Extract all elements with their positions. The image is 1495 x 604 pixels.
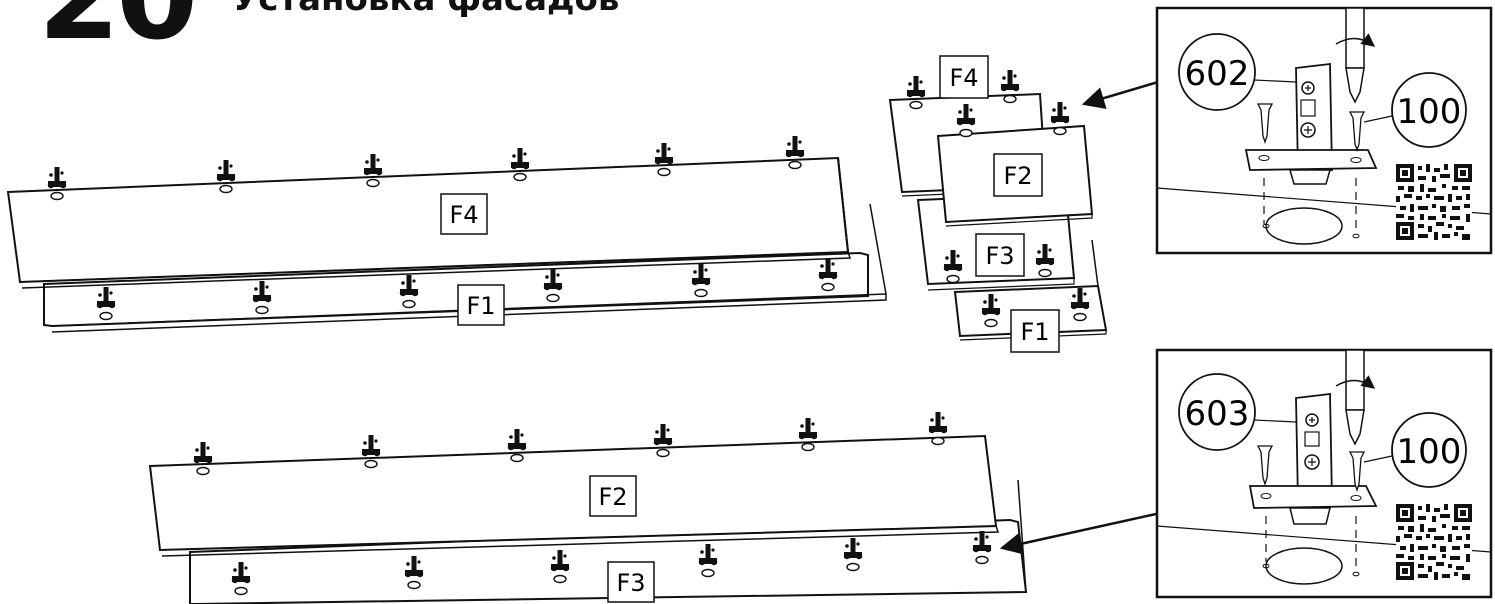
svg-text:F1: F1 [466,292,495,320]
callout-part-603: 603 [1185,394,1250,434]
label-f4-top-left: F4 [440,193,488,235]
svg-text:F2: F2 [1003,162,1032,190]
label-f1-small: F1 [1010,309,1060,353]
qr-code-bottom [1396,504,1472,580]
panel-f2-bottom-left [148,434,1000,557]
callout-part-100-bottom: 100 [1397,432,1462,472]
qr-code-top [1396,164,1472,240]
label-f3-small: F3 [975,233,1025,277]
label-f1-top-left: F1 [457,284,505,326]
svg-text:F3: F3 [985,242,1014,270]
detail-box-top: 602 100 [1155,6,1493,255]
arrow-to-top-detail [1081,80,1159,110]
label-f4-small: F4 [939,55,989,99]
callout-part-602: 602 [1185,54,1250,94]
step-title: Установка фасадов [232,0,619,16]
callout-part-100-top: 100 [1397,92,1462,132]
svg-text:F4: F4 [449,201,478,229]
step-number: 20 [38,0,198,56]
detail-box-bottom: 603 100 [1155,348,1493,599]
svg-text:F4: F4 [949,64,978,92]
label-f3-bottom-left: F3 [607,561,655,603]
label-f2-small: F2 [993,153,1043,197]
label-f2-bottom-left: F2 [589,475,637,517]
svg-text:F2: F2 [598,483,627,511]
arrow-to-bottom-detail [999,512,1157,555]
svg-text:F1: F1 [1020,318,1049,346]
panel-f4-top-left [6,156,852,289]
svg-text:F3: F3 [616,569,645,597]
